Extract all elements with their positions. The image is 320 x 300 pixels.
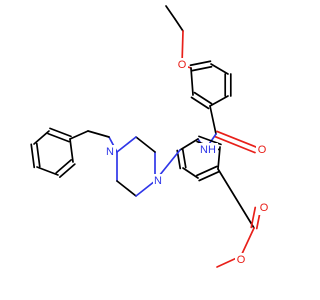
atom-label-layer: NH O O N N O O: [105, 58, 270, 267]
chemical-bond: [193, 91, 213, 105]
chemical-bond: [209, 105, 217, 135]
chemical-bond: [36, 166, 59, 176]
chemical-bond: [33, 130, 50, 145]
ester-carbonyl-oxygen-label: O: [260, 202, 269, 214]
chemical-bond: [69, 138, 74, 163]
chemical-bond: [69, 130, 89, 140]
chemical-bond: [198, 170, 220, 182]
chemical-bond: [116, 180, 137, 197]
piperazine-bottom-nitrogen-label: N: [154, 175, 162, 187]
chemical-bond: [250, 206, 257, 229]
amide-oxygen-label: O: [258, 144, 267, 156]
chemical-bond: [209, 95, 229, 107]
amide-oxygen-atom: O: [256, 143, 268, 157]
ethoxy-oxygen-atom: O: [176, 58, 188, 72]
chemical-bond: [210, 63, 229, 75]
piperazine-top-nitrogen-atom: N: [105, 145, 116, 159]
chemical-bond: [217, 146, 221, 170]
ester-ether-oxygen-atom: O: [235, 253, 247, 267]
chemical-bond: [135, 136, 156, 153]
chemical-bond: [190, 65, 213, 72]
chemical-bond: [165, 5, 176, 20]
chemical-bond: [179, 138, 199, 151]
chemical-bond: [30, 143, 36, 169]
piperazine-bottom-nitrogen-atom: N: [153, 174, 164, 188]
chemical-bond: [55, 159, 73, 174]
chemical-bond: [35, 142, 41, 168]
chemical-bond: [216, 130, 258, 149]
chemical-bond: [181, 148, 187, 169]
ethoxy-oxygen-label: O: [178, 59, 187, 71]
molecule-structure: NH O O N N O O: [30, 5, 270, 268]
chemical-bond: [214, 135, 256, 154]
ester-carbonyl-oxygen-atom: O: [258, 201, 270, 215]
nh-label: NH: [200, 144, 216, 156]
chemical-bond: [182, 167, 199, 179]
nh-atom: NH: [199, 143, 218, 157]
chemical-bond: [87, 130, 110, 138]
chemical-bond: [135, 180, 156, 197]
chemical-bond: [174, 18, 184, 32]
piperazine-top-nitrogen-label: N: [106, 146, 114, 158]
ester-ether-oxygen-label: O: [237, 254, 246, 266]
bond-layer: [30, 5, 262, 268]
chemical-bond: [190, 96, 210, 110]
chemical-bond: [196, 165, 218, 177]
chemical-bond: [49, 127, 72, 138]
chemical-bond: [116, 136, 137, 153]
chemical-bond: [47, 132, 70, 143]
chemical-bond: [190, 67, 194, 96]
chemical-bond: [189, 60, 212, 67]
chemical-bond: [217, 168, 255, 229]
chemical-bond: [58, 163, 76, 178]
chemical-bond: [240, 227, 255, 257]
